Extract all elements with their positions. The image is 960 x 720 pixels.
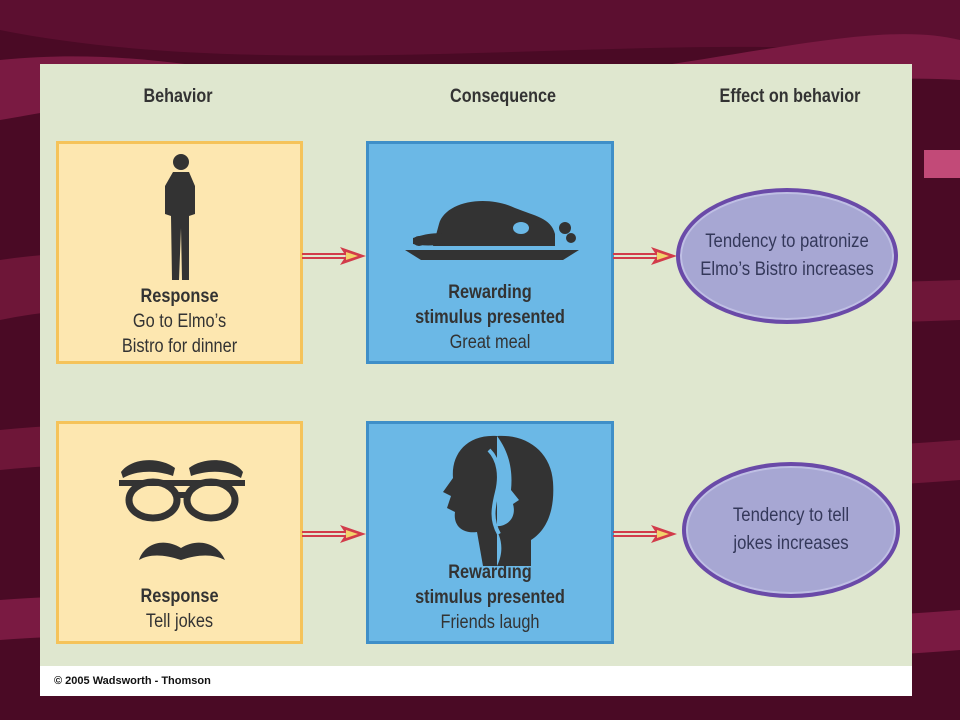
consequence-box-1: Rewarding stimulus presented Great meal [366, 141, 614, 364]
arrow-consequence-effect-2 [613, 525, 677, 543]
consequence-box-2: Rewarding stimulus presented Friends lau… [366, 421, 614, 644]
copyright-text: © 2005 Wadsworth - Thomson [54, 675, 211, 687]
behavior-title-1: Response [140, 286, 219, 307]
behavior-line1-1: Go to Elmo’s [132, 311, 227, 332]
footer: © 2005 Wadsworth - Thomson [40, 666, 912, 696]
arrow-consequence-effect-1 [613, 247, 677, 265]
behavior-line1-2: Tell jokes [145, 611, 214, 632]
header-consequence: Consequence [450, 86, 556, 107]
consequence-line2-1: stimulus presented [415, 307, 565, 328]
arrow-behavior-consequence-1 [302, 247, 366, 265]
arrow-behavior-consequence-2 [302, 525, 366, 543]
roast-meal-icon [405, 201, 579, 260]
effect-ellipse-2: Tendency to tell jokes increases [682, 462, 900, 598]
diagram-panel: Behavior Consequence Effect on behavior … [40, 64, 912, 696]
effect-line1-2: Tendency to tell [732, 505, 850, 526]
consequence-detail-2: Friends laugh [440, 612, 540, 633]
behavior-box-1: Response Go to Elmo’s Bistro for dinner [56, 141, 303, 364]
consequence-line2-2: stimulus presented [415, 587, 565, 608]
effect-ellipse-1: Tendency to patronize Elmo’s Bistro incr… [676, 188, 898, 324]
consequence-line1-2: Rewarding [448, 562, 532, 583]
behavior-line2-1: Bistro for dinner [121, 336, 238, 357]
behavior-title-2: Response [140, 586, 219, 607]
effect-line2-1: Elmo’s Bistro increases [700, 259, 874, 280]
header-behavior: Behavior [143, 86, 213, 107]
groucho-glasses-icon [119, 460, 245, 560]
consequence-detail-1: Great meal [449, 332, 531, 353]
consequence-line1-1: Rewarding [448, 282, 532, 303]
effect-line2-2: jokes increases [733, 533, 849, 554]
behavior-box-2: Response Tell jokes [56, 421, 303, 644]
standing-man-icon [165, 154, 195, 280]
effect-line1-1: Tendency to patronize [705, 231, 869, 252]
laughing-faces-icon [443, 435, 554, 566]
header-effect: Effect on behavior [719, 86, 861, 107]
